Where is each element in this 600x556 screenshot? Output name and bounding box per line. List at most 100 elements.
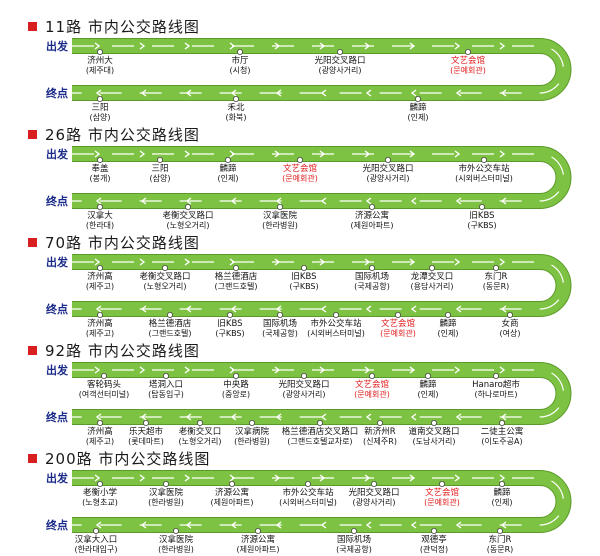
stop-name: 中央路 (223, 380, 249, 390)
end-label: 终点 (46, 195, 68, 208)
stop-marker-icon (424, 373, 431, 380)
stop-name: 济州高 (87, 272, 113, 282)
stop-name-korean: (광양사거리) (366, 174, 410, 183)
stop-name-korean: (제원아파트) (350, 221, 394, 230)
stop-name: 麟蹄 (439, 319, 457, 329)
stop-marker-icon (384, 157, 391, 164)
bus-stop: 女商(여상) (500, 319, 521, 339)
stop-name: 济源公寓 (214, 488, 250, 498)
bus-stop: Hanaro超市(하나로마트) (472, 380, 520, 400)
route-title: 70路 市内公交路线图 (28, 232, 200, 252)
start-label: 出发 (46, 256, 68, 269)
bus-stop: 文艺会馆(문예회관) (450, 56, 486, 76)
stop-marker-icon (236, 49, 243, 56)
stop-marker-icon (232, 373, 239, 380)
stop-name: 文艺会馆 (380, 319, 415, 329)
stop-marker-icon (97, 420, 104, 427)
direction-arrow-icon (364, 258, 371, 266)
direction-arrow-icon (364, 366, 371, 374)
bus-stop: 光阳交叉路口(광양사거리) (278, 380, 329, 400)
title-square-icon (28, 345, 37, 355)
stop-marker-icon (254, 528, 261, 535)
stop-name: Hanaro超市 (472, 380, 520, 390)
bus-stop: 济州高(제주고) (86, 427, 114, 447)
stop-name: 奉盖 (91, 164, 109, 174)
route-track (72, 254, 572, 319)
direction-arrow-icon (320, 89, 327, 97)
direction-arrow-icon (230, 413, 237, 421)
bus-stop: 二徒主公寓(이도주공A) (481, 427, 524, 447)
stop-marker-icon (498, 420, 505, 427)
stop-name: 格兰德酒店 (148, 319, 192, 329)
bus-stop: 济州大(제주대) (86, 56, 114, 76)
direction-arrow-icon (365, 413, 372, 421)
route-title: 92路 市内公交路线图 (28, 340, 200, 360)
bus-stop: 文艺会馆(문예회관) (380, 319, 416, 339)
stop-name-korean: (한라병원) (158, 545, 194, 554)
direction-arrow-icon (410, 197, 417, 205)
stop-name-korean: (그랜드호텔교차로) (287, 437, 353, 446)
bus-stop: 观德亭(관덕정) (420, 535, 448, 555)
stop-name-korean: (도남사거리) (412, 437, 456, 446)
stop-name: 汉拿大 (87, 211, 113, 221)
stop-name-korean: (시청) (229, 66, 251, 75)
stop-marker-icon (304, 481, 311, 488)
track-centre-dash (72, 261, 565, 310)
stop-name-korean: (봉개) (89, 174, 111, 183)
stop-marker-icon (414, 96, 421, 103)
stop-name-korean: (국제공항) (354, 282, 390, 291)
bus-stop: 旧KBS(구KBS) (467, 211, 496, 231)
direction-arrow-icon (274, 474, 281, 482)
direction-arrow-icon (139, 366, 146, 374)
stop-name-korean: (신제주R) (363, 437, 397, 446)
direction-arrow-icon (275, 197, 282, 205)
stop-name-korean: (용담사거리) (410, 282, 454, 291)
route-0: 11路 市内公交路线图出发终点济州大(제주대)市厅(시청)光阳交叉路口(광양사거… (0, 16, 600, 124)
stop-marker-icon (226, 312, 233, 319)
bus-stop: 国际机场(국제공항) (354, 272, 390, 292)
stop-name-korean: (삼양) (89, 113, 111, 122)
stop-name: 老衡交叉路口 (162, 211, 214, 221)
stop-marker-icon (368, 204, 375, 211)
direction-arrow-icon (95, 197, 102, 205)
stop-marker-icon (300, 373, 307, 380)
stop-name-korean: (광양사거리) (318, 66, 362, 75)
stop-marker-icon (97, 157, 104, 164)
stop-name: 汉拿医院 (148, 488, 183, 498)
route-1: 26路 市内公交路线图出发终点奉盖(봉개)三阳(삼양)麟蹄(인제)文艺会馆(문예… (0, 124, 600, 232)
direction-arrow-icon (274, 258, 281, 266)
stop-name: 禾北 (227, 103, 245, 113)
title-square-icon (28, 21, 37, 31)
stop-marker-icon (142, 420, 149, 427)
direction-arrow-icon (185, 413, 192, 421)
stop-name-korean: (한라대입구) (74, 545, 118, 554)
stop-name-korean: (시외버스터미널) (307, 329, 365, 338)
stop-marker-icon (496, 528, 503, 535)
direction-arrow-icon (500, 305, 507, 313)
bus-stop: 塔洞入口(탑동입구) (148, 380, 184, 400)
direction-arrow-icon (185, 197, 192, 205)
bus-stop: 汉拿医院(한라병원) (158, 535, 194, 555)
route-3: 92路 市内公交路线图出发终点客轮码头(여객선터미널)塔洞入口(탑동입구)中央路… (0, 340, 600, 448)
direction-arrow-icon (230, 521, 237, 529)
stop-marker-icon (184, 204, 191, 211)
stop-name-korean: (문예회관) (380, 329, 416, 338)
stop-name: 济源公寓 (240, 535, 276, 545)
stop-name: 汉拿医院 (262, 211, 297, 221)
stop-marker-icon (394, 312, 401, 319)
stop-name: 旧KBS (469, 211, 495, 221)
stop-name: 三阳 (151, 164, 169, 174)
direction-arrow-icon (229, 258, 236, 266)
start-label: 出发 (46, 364, 68, 377)
stop-name: 汉拿医院 (158, 535, 193, 545)
direction-arrow-icon (184, 366, 191, 374)
route-track (72, 146, 572, 211)
stop-name: 老衡交叉路口 (139, 272, 191, 282)
stop-name-korean: (노형오거리) (166, 221, 210, 230)
end-label: 终点 (46, 519, 68, 532)
stop-name: 东门R (484, 272, 508, 282)
direction-arrow-icon (185, 521, 192, 529)
stop-name: 老衡小学 (82, 488, 117, 498)
stop-name-korean: (한라병원) (148, 498, 184, 507)
stop-name-korean: (제주고) (85, 437, 115, 446)
